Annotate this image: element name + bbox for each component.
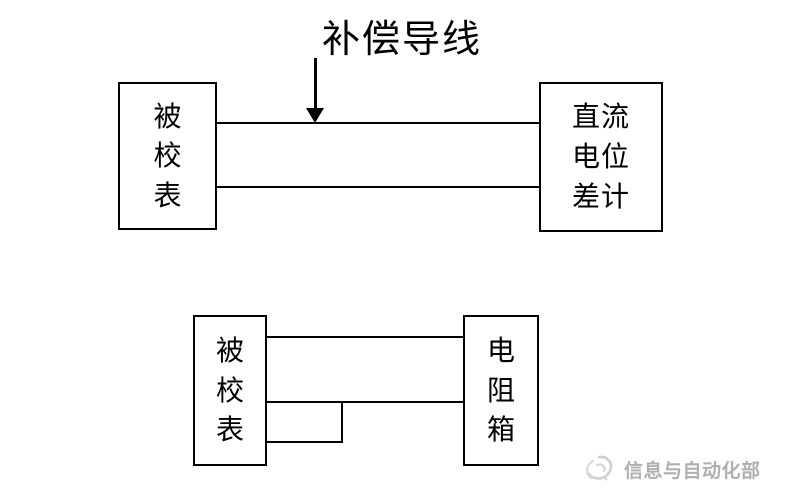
top-wire-upper [217, 122, 539, 124]
arrow-shaft [314, 58, 317, 109]
arrow-down-icon [306, 108, 324, 123]
box-label-char: 表 [153, 178, 182, 212]
box-label-row: 差计 [571, 180, 630, 213]
box-label-char: 校 [153, 139, 182, 172]
box-label-char: 表 [215, 412, 244, 446]
dc-potentiometer-box: 直流 电位 差计 [539, 82, 663, 232]
stub-wire-horizontal [267, 441, 343, 443]
box-label-row: 直流 [571, 100, 630, 133]
box-label-char: 阻 [486, 373, 515, 407]
resistance-box: 电 阻 箱 [463, 315, 539, 466]
meter-under-test-box-bottom: 被 校 表 [193, 315, 267, 466]
swirl-logo-icon [586, 455, 613, 481]
meter-under-test-box-top: 被 校 表 [118, 82, 217, 230]
bottom-wire-upper [267, 336, 463, 338]
box-label-char: 被 [153, 99, 182, 133]
bottom-wire-middle [267, 401, 463, 403]
stub-wire-vertical [341, 401, 343, 443]
box-label-char: 箱 [486, 412, 515, 446]
box-label-char: 电 [486, 334, 515, 368]
watermark: 信息与自动化部 [578, 448, 761, 490]
box-label-char: 被 [215, 334, 244, 368]
box-label-row: 电位 [571, 140, 630, 173]
top-wire-lower [217, 186, 539, 188]
watermark-text: 信息与自动化部 [624, 459, 761, 482]
box-label-char: 校 [215, 373, 244, 407]
compensation-wire-label: 补偿导线 [322, 17, 483, 61]
